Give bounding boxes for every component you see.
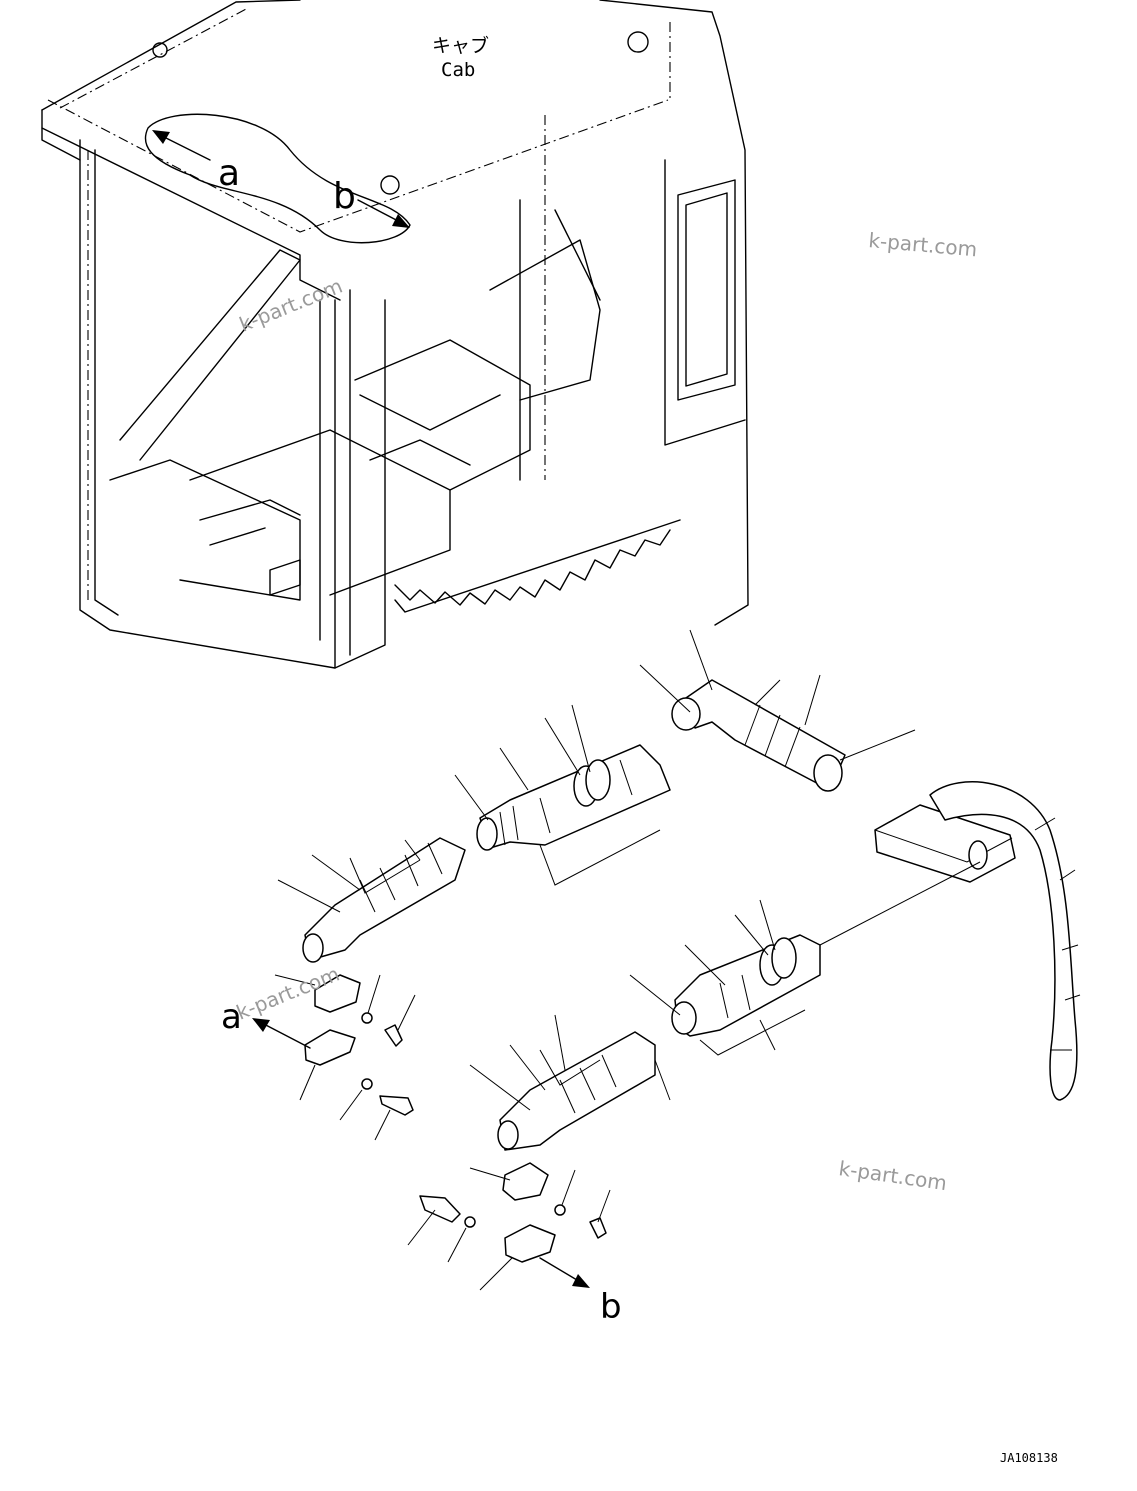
cab-frame (41, 0, 749, 669)
part-arrow-a-label: a (221, 997, 242, 1037)
part-arrow-b (539, 1257, 590, 1288)
louver-set-a (304, 974, 414, 1116)
watermark-1: k-part.com (868, 228, 979, 261)
roof-arrow-a (152, 130, 211, 161)
duct-nozzle-upper-left (302, 837, 466, 963)
cab-label-jp: キャブ (432, 34, 489, 57)
leader-lines (274, 629, 981, 1291)
roof-arrow-b (357, 199, 410, 228)
louver-set-b (419, 1162, 607, 1263)
heater-unit-with-hose (874, 781, 1081, 1101)
corrugated-duct-center (476, 744, 671, 851)
part-arrow-a (252, 1018, 311, 1049)
watermark-4: k-part.com (837, 1156, 948, 1195)
cab-label-en: Cab (441, 59, 475, 81)
roof-arrow-b-label: b (333, 176, 356, 217)
duct-nozzle-lower-center (497, 1031, 656, 1151)
drawing-number: JA108138 (1000, 1451, 1058, 1465)
part-arrow-b-label: b (600, 1287, 622, 1327)
elbow-duct-upper-right (671, 679, 846, 792)
roof-arrow-a-label: a (218, 153, 240, 194)
corrugated-duct-lower-right (671, 934, 821, 1037)
